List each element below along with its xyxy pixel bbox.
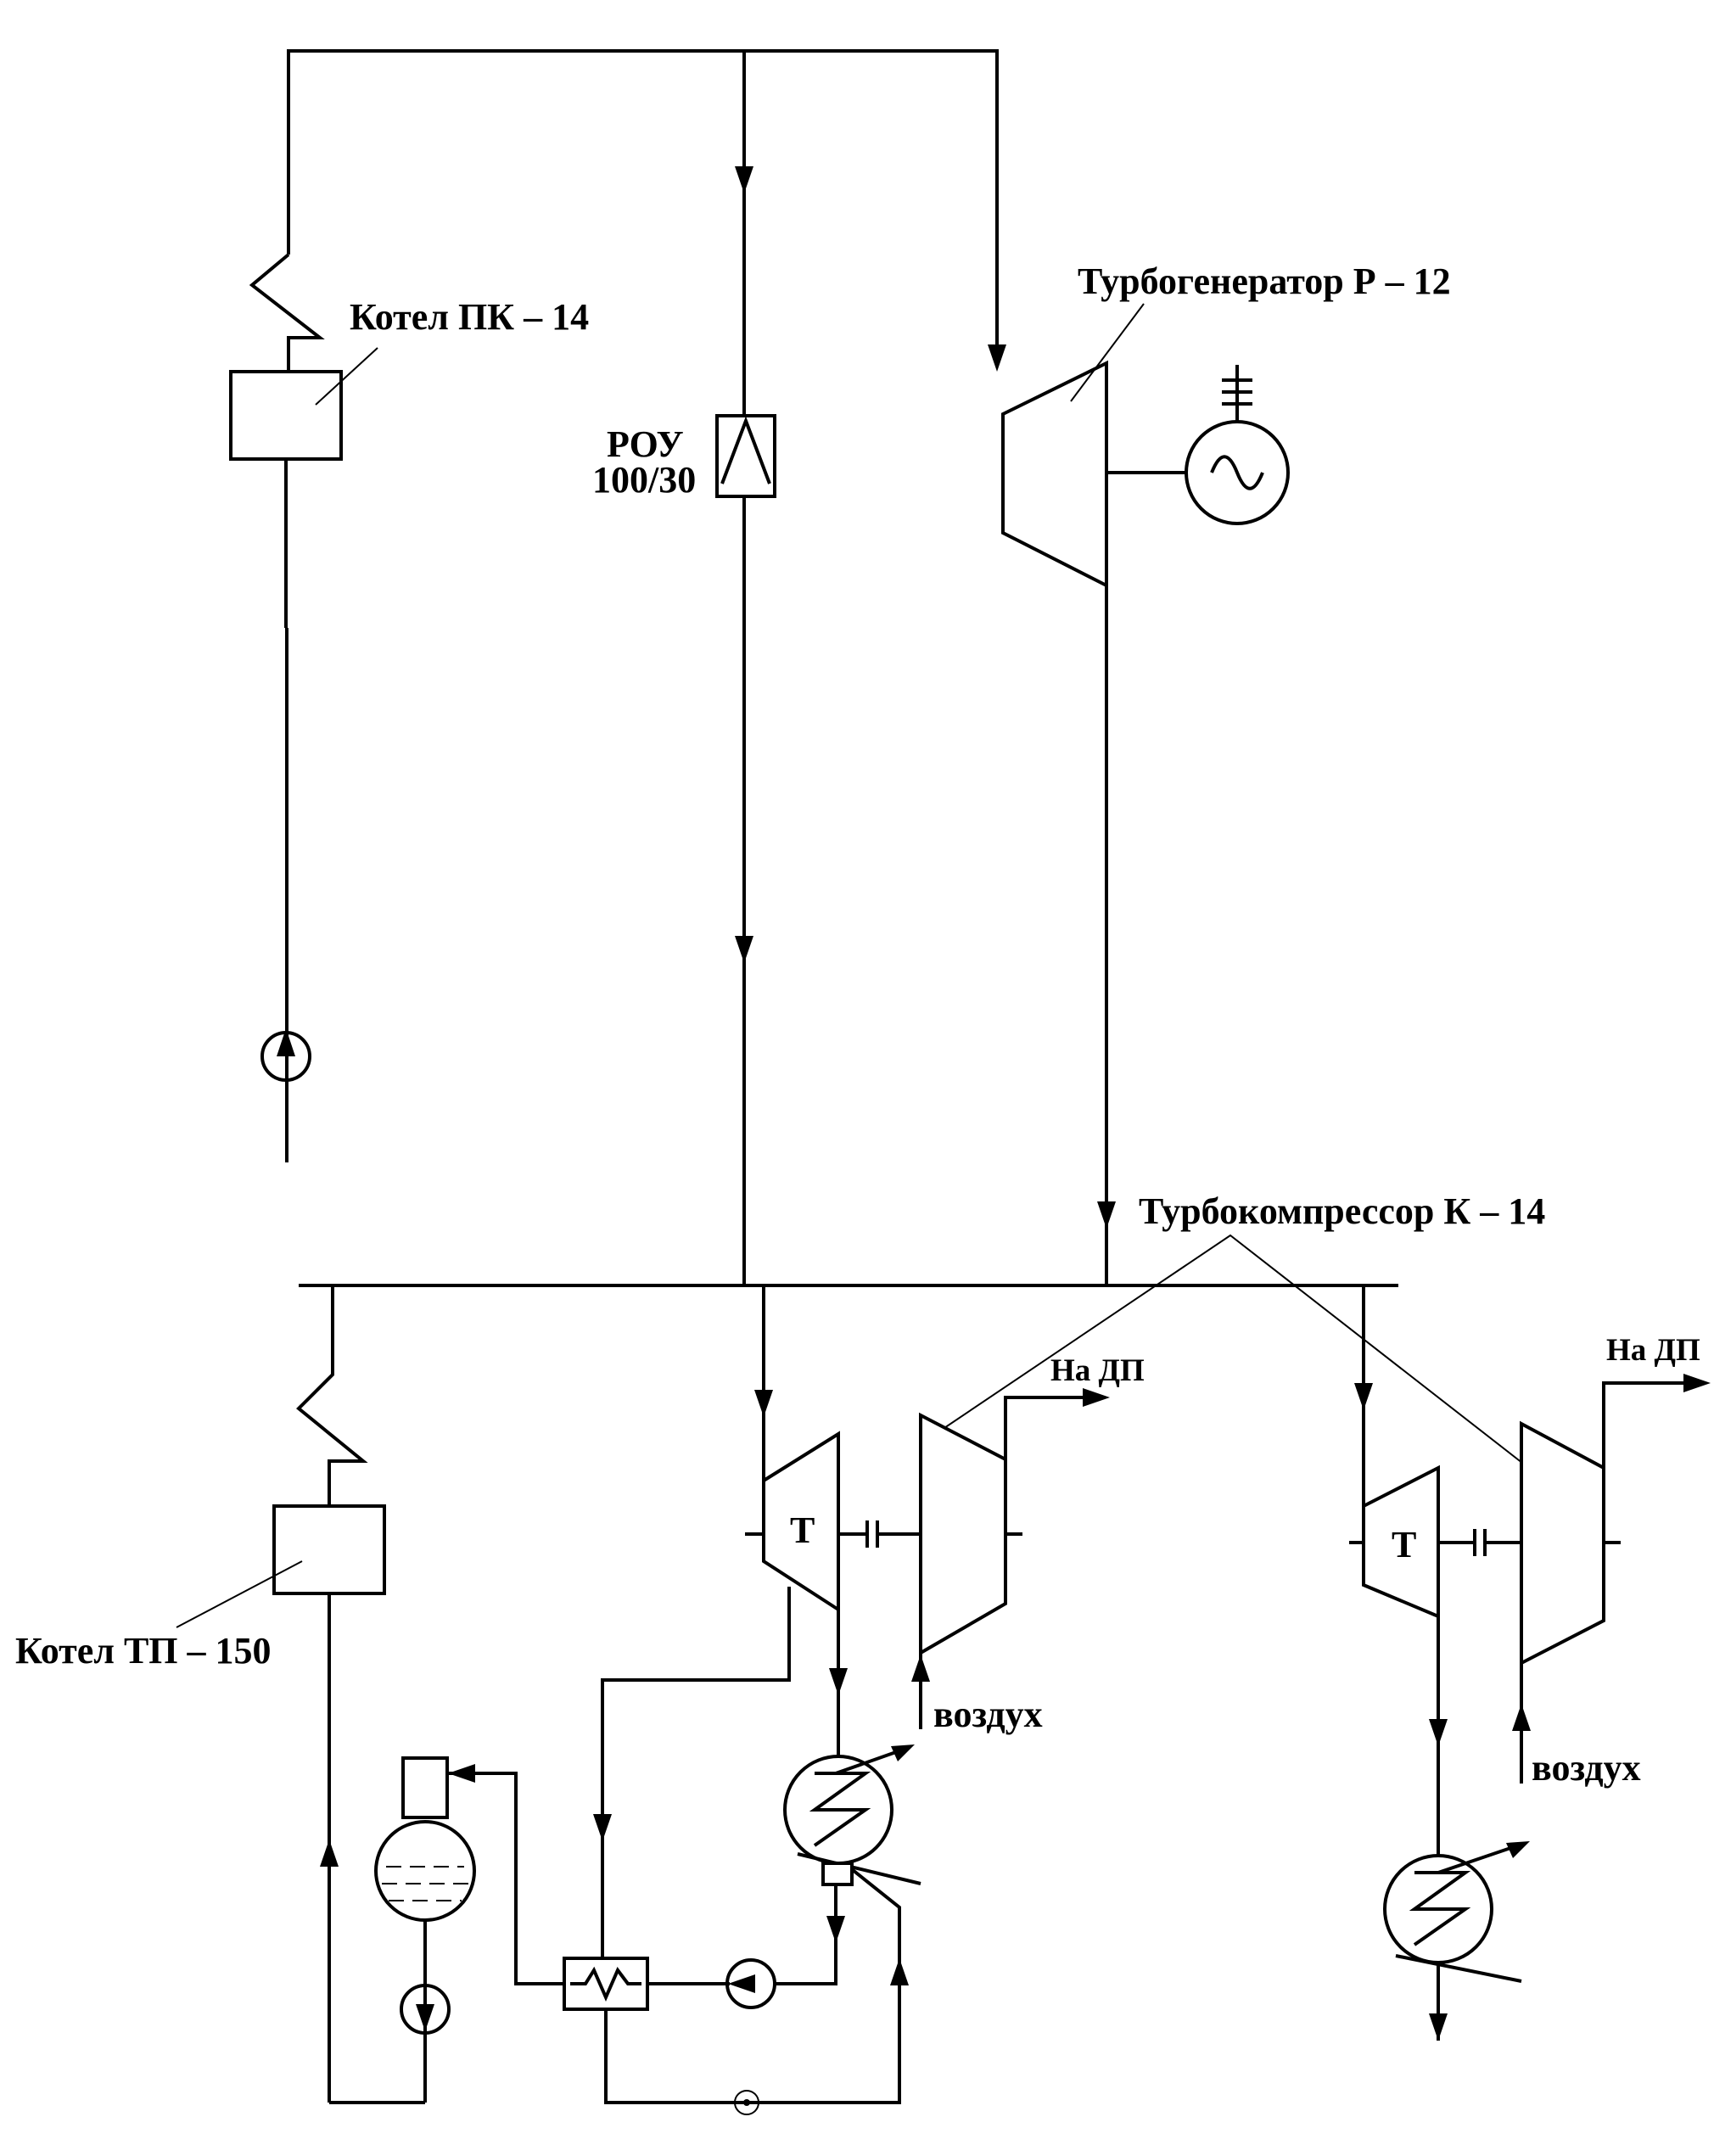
turbine-left-label: Т — [790, 1509, 815, 1551]
up-arrow-icon — [890, 1958, 909, 1985]
down-arrow-icon — [735, 166, 753, 193]
rou-body — [715, 414, 776, 498]
heating-coil-icon — [570, 1966, 641, 2002]
condensate-collector — [821, 1862, 854, 1886]
up-arrow-icon — [277, 1028, 295, 1056]
turbine-right-label: Т — [1392, 1524, 1416, 1565]
down-arrow-icon — [1429, 2013, 1448, 2041]
left-arrow-icon — [448, 1764, 475, 1783]
arrow-head-icon — [891, 1744, 915, 1761]
down-arrow-icon — [1097, 1201, 1116, 1229]
turbogenerator-leader — [1070, 303, 1145, 402]
arrow-head-icon — [1506, 1841, 1530, 1858]
deaerator — [329, 1756, 564, 2104]
rou-label-line1: РОУ — [607, 423, 684, 465]
small-pump-dot — [743, 2099, 750, 2106]
down-arrow-icon — [735, 936, 753, 963]
deaerator-tank — [374, 1820, 476, 1922]
up-arrow-icon — [320, 1840, 339, 1867]
down-arrow-icon — [1429, 1719, 1448, 1746]
down-arrow-icon — [988, 344, 1006, 372]
feed-pump-pk — [260, 1028, 311, 1082]
right-arrow-icon — [1083, 1388, 1110, 1407]
heating-coil-icon — [809, 1772, 871, 1847]
compressor-left-body — [919, 1412, 1007, 1656]
left-arrow-icon — [728, 1974, 755, 1993]
boiler-tp-150-body — [272, 1504, 386, 1595]
boiler-pk-label: Котел ПК – 14 — [350, 296, 589, 338]
boiler-pk-14: Котел ПК – 14 — [229, 253, 589, 1162]
turbocompressor-left: Т На ДП воздух — [593, 1285, 1145, 1958]
air-right-label: воздух — [1532, 1747, 1641, 1789]
heating-coil-icon — [1409, 1871, 1471, 1946]
down-arrow-icon — [826, 1916, 845, 1943]
boiler-tp-150: Котел ТП – 150 — [15, 1285, 386, 2103]
boiler-pk-14-body — [229, 370, 343, 461]
boiler-tp-label: Котел ТП – 150 — [15, 1630, 272, 1672]
sine-wave-icon — [1210, 455, 1264, 490]
superheater-zigzag-top — [249, 253, 325, 372]
rou-100-30: РОУ 100/30 — [592, 166, 776, 1285]
down-arrow-icon — [829, 1668, 848, 1695]
to-dp-left-label: На ДП — [1050, 1353, 1145, 1388]
to-dp-right-label: На ДП — [1606, 1333, 1700, 1368]
down-arrow-icon — [754, 1390, 773, 1417]
small-pump — [734, 2090, 759, 2115]
down-arrow-icon — [593, 1814, 612, 1841]
feed-pump-tp — [400, 1984, 451, 2035]
turbine-body — [1001, 360, 1108, 589]
up-arrow-icon — [1512, 1704, 1531, 1731]
heat-exchanger — [563, 1858, 909, 2115]
main-steam-header-top — [287, 49, 999, 416]
turbocompressor-right: Т На ДП воздух — [1349, 1285, 1711, 2041]
turbogenerator-label: Турбогенератор Р – 12 — [1078, 260, 1451, 302]
turbogenerator-p-12: Турбогенератор Р – 12 — [988, 260, 1451, 1285]
turbocompressor-label: Турбокомпрессор К – 14 — [1139, 1190, 1545, 1232]
compressor-right-body — [1520, 1420, 1605, 1666]
turbocompressor-leaders — [931, 1234, 1535, 1473]
rou-label-line2: 100/30 — [592, 459, 696, 501]
boiler-tp-leader — [176, 1560, 303, 1628]
down-arrow-icon — [1354, 1383, 1373, 1410]
boiler-pk-leader — [315, 347, 378, 406]
air-left-label: воздух — [933, 1694, 1043, 1735]
up-arrow-icon — [911, 1655, 930, 1682]
right-arrow-icon — [1683, 1374, 1711, 1392]
deaerator-column — [401, 1756, 449, 1819]
rou-valve-symbol — [720, 416, 771, 484]
down-arrow-icon — [416, 2004, 434, 2031]
